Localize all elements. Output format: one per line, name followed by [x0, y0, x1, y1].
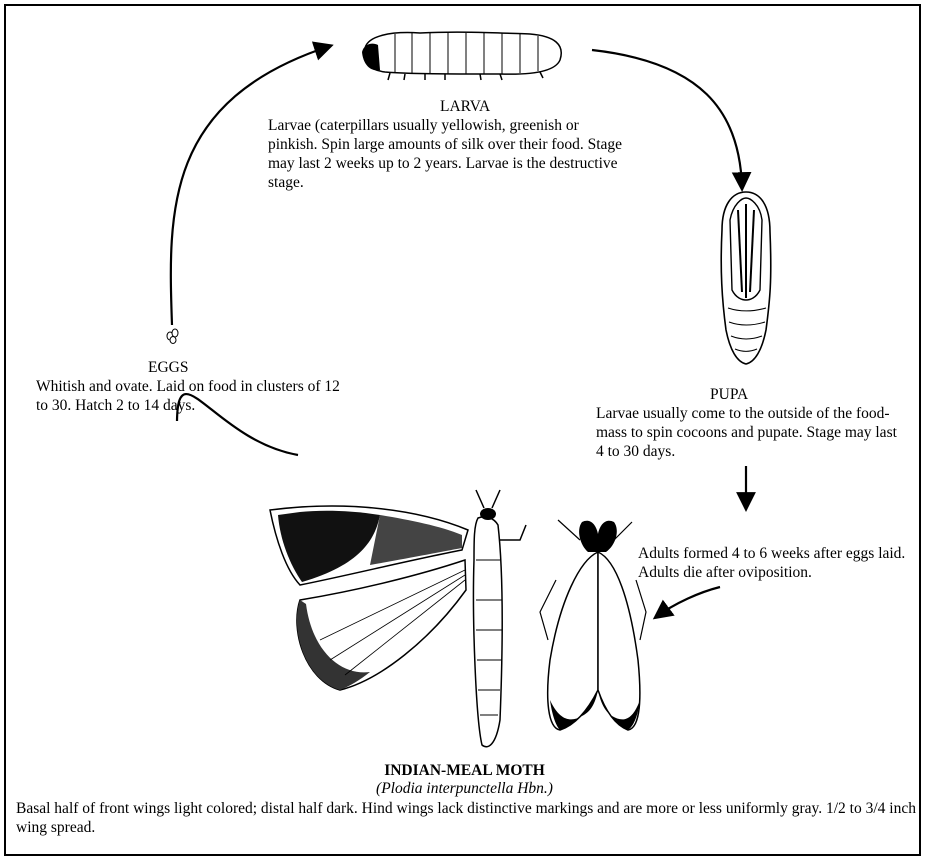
eggs-illustration — [167, 329, 178, 344]
moth-description: Basal half of front wings light colored;… — [16, 799, 916, 837]
larva-description: Larvae (caterpillars usually yellowish, … — [268, 116, 628, 192]
pupa-title: PUPA — [710, 385, 748, 404]
arrow-note-to-moth — [656, 587, 720, 617]
moth-scientific-name: (Plodia interpunctella Hbn.) — [0, 779, 929, 798]
pupa-illustration — [721, 192, 771, 364]
larva-title: LARVA — [440, 97, 490, 116]
adult-formation-note: Adults formed 4 to 6 weeks after eggs la… — [638, 544, 918, 582]
eggs-description: Whitish and ovate. Laid on food in clust… — [36, 377, 346, 415]
pupa-description: Larvae usually come to the outside of th… — [596, 404, 906, 461]
eggs-title: EGGS — [148, 358, 188, 377]
larva-illustration — [362, 32, 561, 80]
moth-title: INDIAN-MEAL MOTH — [0, 761, 929, 780]
moth-resting-illustration — [540, 520, 646, 730]
moth-spread-illustration — [270, 490, 526, 747]
